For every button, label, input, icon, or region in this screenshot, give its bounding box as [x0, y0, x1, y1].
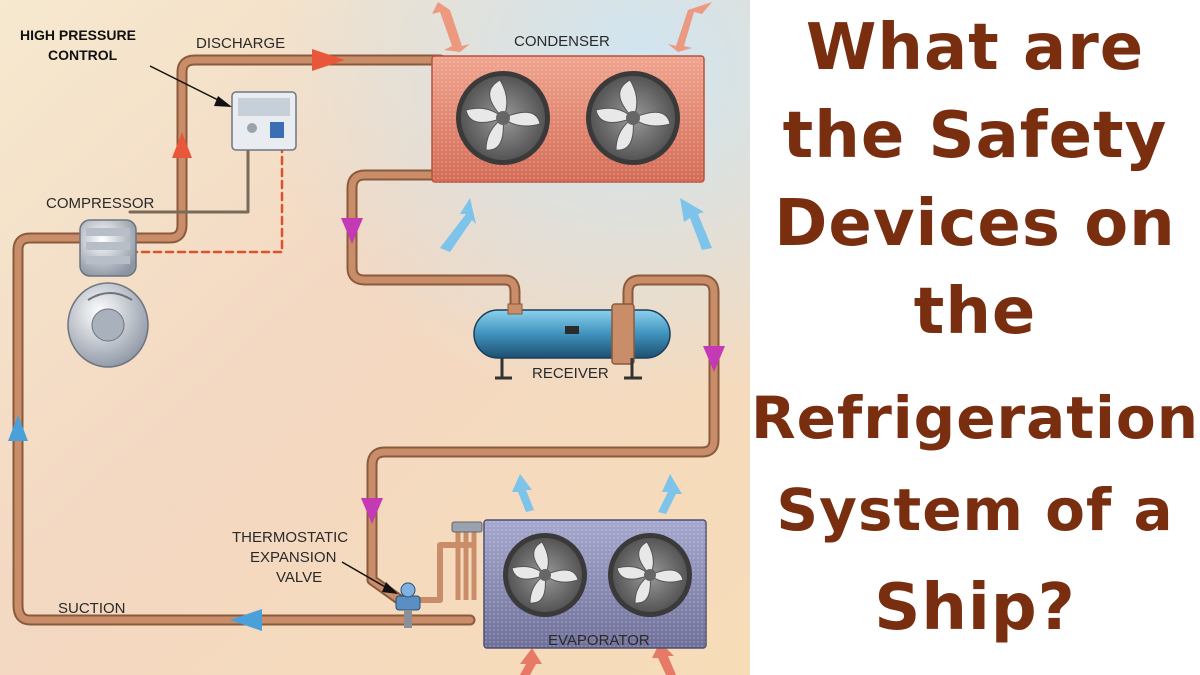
evap-warm-arrow-2	[652, 642, 676, 675]
label-discharge: DISCHARGE	[196, 35, 285, 52]
compressor	[67, 219, 149, 368]
label-high-pressure-line1: HIGH PRESSURE	[20, 27, 136, 43]
evaporator-fan-left	[503, 533, 587, 617]
liquid-line	[368, 276, 718, 604]
condenser-receiver-pipe	[348, 171, 519, 316]
evaporator-unit	[451, 519, 707, 649]
title-line-5: Refrigeration	[750, 384, 1200, 452]
hot-air-arrow-1	[432, 2, 470, 52]
label-high-pressure-line2: CONTROL	[48, 47, 118, 63]
label-tev-line3: VALVE	[276, 569, 322, 586]
suction-arrow-left	[230, 609, 262, 631]
hot-air-arrow-2	[668, 2, 712, 52]
hpc-pointer	[149, 65, 227, 105]
label-compressor: COMPRESSOR	[46, 195, 155, 212]
control-sensing-line	[128, 148, 250, 214]
suction-arrow-up	[8, 415, 28, 441]
condenser-unit	[431, 55, 705, 183]
hpc-pointer-head	[214, 96, 232, 107]
title-panel: What are the Safety Devices on the Refri…	[750, 0, 1200, 675]
receiver-tank	[473, 303, 671, 380]
evaporator-coil	[455, 528, 477, 600]
expansion-valve	[395, 582, 421, 628]
title-line-6: System of a	[776, 476, 1174, 544]
evap-warm-arrow-1	[520, 648, 542, 675]
evaporator-feed-pipe	[412, 542, 473, 603]
title-line-2: the Safety	[782, 99, 1168, 173]
liquid-arrow-down-3	[361, 498, 383, 524]
tev-pointer-head	[382, 582, 398, 594]
cool-air-arrow-2	[680, 198, 712, 250]
label-suction: SUCTION	[58, 600, 126, 617]
label-receiver: RECEIVER	[532, 365, 609, 382]
title-line-3: Devices on	[774, 187, 1176, 261]
label-condenser: CONDENSER	[514, 33, 610, 50]
label-tev-line1: THERMOSTATIC	[232, 529, 348, 546]
condenser-fan-left	[456, 71, 550, 165]
liquid-arrow-down-1	[341, 218, 363, 244]
evaporator-fan-right	[608, 533, 692, 617]
liquid-arrow-down-2	[703, 346, 725, 372]
cool-air-arrow-1	[440, 198, 476, 252]
flow-arrows	[8, 2, 725, 675]
evap-air-arrow-1	[512, 474, 534, 512]
discharge-arrow-right	[312, 49, 345, 71]
refrigeration-diagram: HIGH PRESSURE CONTROL DISCHARGE CONDENSE…	[0, 0, 750, 675]
control-electric-line	[128, 148, 284, 254]
evap-air-arrow-2	[658, 474, 682, 514]
label-tev-line2: EXPANSION	[250, 549, 336, 566]
label-evaporator: EVAPORATOR	[548, 632, 650, 649]
discharge-arrow-up	[172, 132, 192, 158]
title-line-1: What are	[805, 11, 1145, 85]
title-line-4: the	[913, 275, 1037, 349]
title-line-7: Ship?	[874, 571, 1076, 645]
condenser-fan-right	[586, 71, 680, 165]
high-pressure-control	[231, 91, 297, 151]
